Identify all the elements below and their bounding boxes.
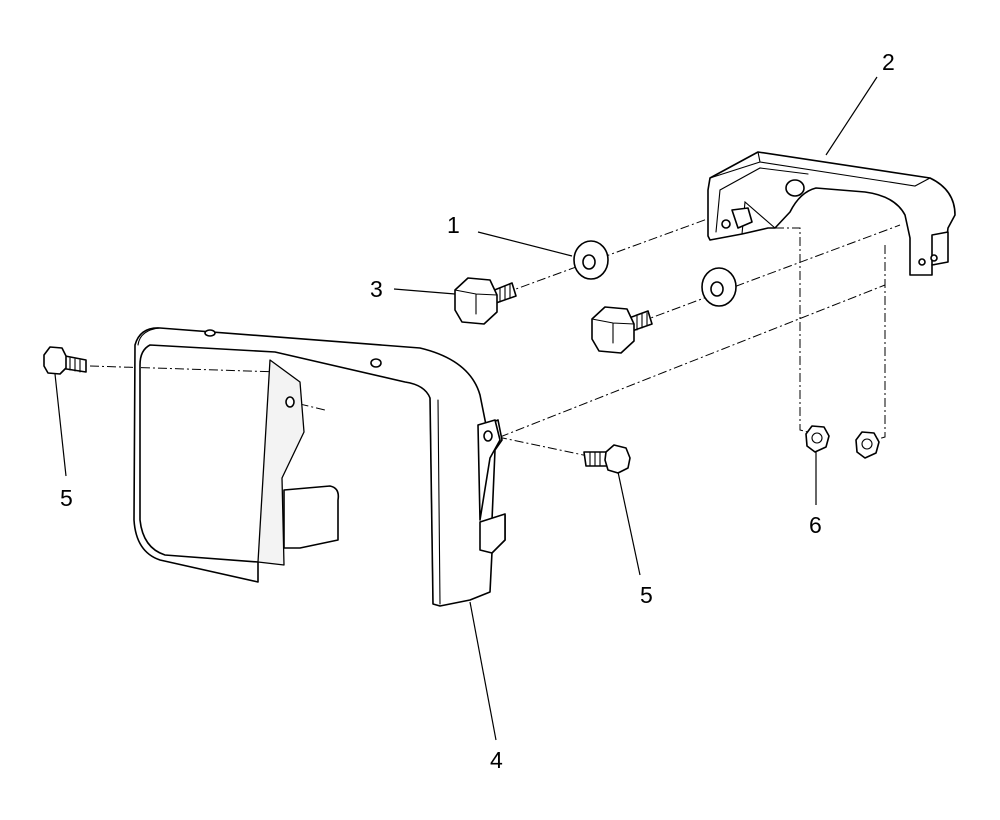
callout-labels: 1 2 3 4 5 5 6 bbox=[60, 49, 895, 773]
flange-nut-right bbox=[855, 431, 880, 459]
leader-lines bbox=[54, 76, 878, 741]
upper-bracket bbox=[707, 151, 956, 276]
flange-bolt-right bbox=[583, 444, 631, 474]
flange-bolt-left bbox=[43, 346, 87, 375]
flange-nut-left bbox=[805, 425, 830, 453]
callout-1: 1 bbox=[447, 212, 460, 238]
hex-screw-lower bbox=[591, 306, 653, 354]
washer-upper bbox=[573, 240, 609, 280]
callout-4: 4 bbox=[490, 747, 503, 773]
callout-2: 2 bbox=[882, 49, 895, 75]
callout-3: 3 bbox=[370, 276, 383, 302]
washer-lower bbox=[701, 267, 737, 307]
callout-5-left: 5 bbox=[60, 485, 73, 511]
front-shield bbox=[133, 327, 506, 607]
callout-5-right: 5 bbox=[640, 582, 653, 608]
hex-screw-upper bbox=[454, 277, 517, 325]
callout-6: 6 bbox=[809, 512, 822, 538]
